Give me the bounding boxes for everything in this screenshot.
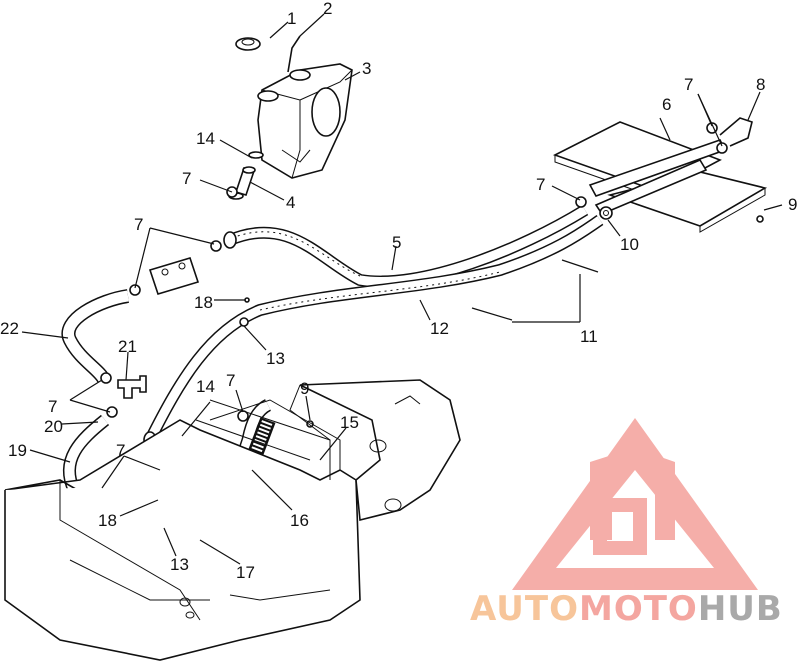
callout-7-f: 7 bbox=[116, 441, 125, 460]
clamp bbox=[210, 240, 222, 252]
mounting-bracket bbox=[148, 257, 200, 295]
callout-7-c: 7 bbox=[134, 215, 143, 234]
callout-3: 3 bbox=[362, 59, 371, 78]
hose-22 bbox=[61, 289, 130, 384]
chassis-frame bbox=[4, 379, 461, 661]
callout-9-a: 9 bbox=[788, 195, 797, 214]
callout-13-a: 13 bbox=[266, 349, 285, 368]
heat-exchanger bbox=[552, 121, 768, 233]
hose-12 bbox=[144, 215, 604, 443]
callout-5: 5 bbox=[392, 233, 401, 252]
elbow-hose-8 bbox=[719, 117, 753, 147]
clamp bbox=[106, 406, 118, 418]
clamp bbox=[100, 372, 112, 384]
callout-22: 22 bbox=[0, 319, 19, 338]
callout-13-b: 13 bbox=[170, 555, 189, 574]
watermark-auto: AUTO bbox=[470, 589, 579, 629]
callout-12: 12 bbox=[430, 319, 449, 338]
watermark-logo bbox=[512, 418, 758, 590]
callout-11: 11 bbox=[580, 327, 598, 346]
cable-tie bbox=[561, 259, 599, 273]
callout-10: 10 bbox=[620, 235, 639, 254]
clamp bbox=[716, 142, 728, 154]
clamp bbox=[129, 284, 141, 296]
callout-7-d: 7 bbox=[536, 175, 545, 194]
callout-4: 4 bbox=[286, 193, 295, 212]
clamp bbox=[599, 206, 613, 220]
callout-2: 2 bbox=[323, 0, 332, 18]
callout-7-a: 7 bbox=[684, 75, 693, 94]
vent-hose bbox=[287, 35, 301, 73]
callout-1: 1 bbox=[287, 9, 296, 28]
screw bbox=[244, 297, 250, 303]
leader-lines bbox=[21, 13, 783, 565]
callout-18-b: 18 bbox=[98, 511, 117, 530]
coolant-tank bbox=[257, 63, 353, 179]
callout-20: 20 bbox=[44, 417, 63, 436]
callout-9-b: 9 bbox=[300, 379, 309, 398]
screw bbox=[756, 215, 764, 223]
callout-15: 15 bbox=[340, 413, 359, 432]
watermark-moto: MOTO bbox=[579, 589, 698, 629]
callout-17: 17 bbox=[236, 563, 255, 582]
cable-tie bbox=[471, 307, 513, 321]
callout-labels: 1 2 3 4 5 6 7 8 9 10 11 12 13 14 15 16 1… bbox=[0, 0, 797, 582]
callout-14-b: 14 bbox=[196, 377, 215, 396]
hose-end bbox=[223, 231, 237, 249]
callout-7-e: 7 bbox=[48, 397, 57, 416]
clamp bbox=[239, 317, 249, 327]
clamp-center bbox=[603, 210, 609, 216]
watermark-hub: HUB bbox=[698, 589, 783, 629]
hose-5 bbox=[227, 204, 589, 288]
callout-21: 21 bbox=[118, 337, 137, 356]
watermark-text: AUTOMOTOHUB bbox=[470, 589, 783, 629]
callout-19: 19 bbox=[8, 441, 27, 460]
callout-14-a: 14 bbox=[196, 129, 215, 148]
callout-7-g: 7 bbox=[226, 371, 235, 390]
callout-16: 16 bbox=[290, 511, 309, 530]
callout-6: 6 bbox=[662, 95, 671, 114]
tee-fitting bbox=[117, 375, 147, 399]
callout-8: 8 bbox=[756, 75, 765, 94]
callout-7-b: 7 bbox=[182, 169, 191, 188]
callout-18-a: 18 bbox=[194, 293, 213, 312]
tank-cap bbox=[235, 37, 261, 51]
